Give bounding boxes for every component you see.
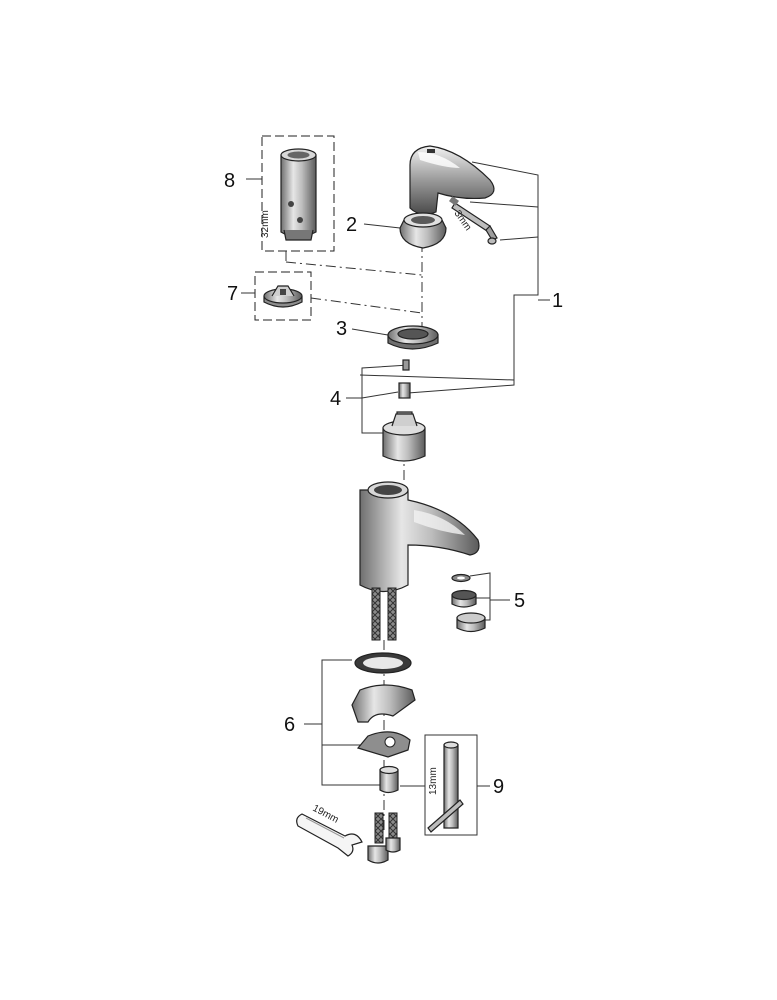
dimension-3mm: 3mm (452, 208, 474, 233)
label-part-4: 4 (330, 388, 341, 410)
part-6-bracket (321, 659, 380, 786)
label-part-8: 8 (224, 170, 235, 192)
part-2-leader (363, 223, 401, 229)
part-1-lever-handle (409, 145, 495, 215)
part-5-aerator (451, 573, 486, 633)
flex-hose-lower-left (374, 812, 384, 844)
part-7-frame (254, 271, 312, 321)
part-8-frame (261, 135, 335, 252)
part-8-sleeve-key (280, 148, 317, 241)
part-9-socket-key (427, 741, 464, 833)
part-7-fitting-tool (263, 285, 303, 308)
label-part-6: 6 (284, 714, 295, 736)
part-1-hex-key (449, 196, 498, 241)
part-4-bracket (361, 364, 410, 434)
tap-body (359, 481, 480, 593)
part-7-link (310, 297, 423, 314)
part-8-link-b (285, 261, 423, 276)
dimension-13mm: 13mm (428, 767, 439, 795)
dimension-32mm: 32mm (260, 210, 271, 238)
hose-connector (367, 837, 401, 864)
flex-hose-right (387, 587, 397, 641)
label-part-2: 2 (346, 214, 357, 236)
part-1-grub-screw (487, 237, 497, 245)
wrench-19mm (296, 813, 363, 857)
part-4-leader-mid (361, 391, 399, 399)
part-2-cover-cap (399, 212, 447, 249)
part-3-leader (351, 328, 389, 336)
part-1-leader-pin (359, 374, 515, 381)
part-1-bracket (407, 161, 539, 394)
label-part-9: 9 (493, 776, 504, 798)
part-6-mounting-set (351, 652, 416, 794)
part-9-frame (424, 734, 478, 836)
label-part-7: 7 (227, 283, 238, 305)
part-1-leader-screw (499, 236, 539, 241)
flex-hose-left (371, 587, 381, 641)
label-part-3: 3 (336, 318, 347, 340)
label-part-5: 5 (514, 590, 525, 612)
part-1-leader-cap (469, 201, 539, 208)
label-part-1: 1 (552, 290, 563, 312)
part-3-locking-nut (387, 325, 439, 350)
part-4-cartridge (382, 359, 426, 462)
